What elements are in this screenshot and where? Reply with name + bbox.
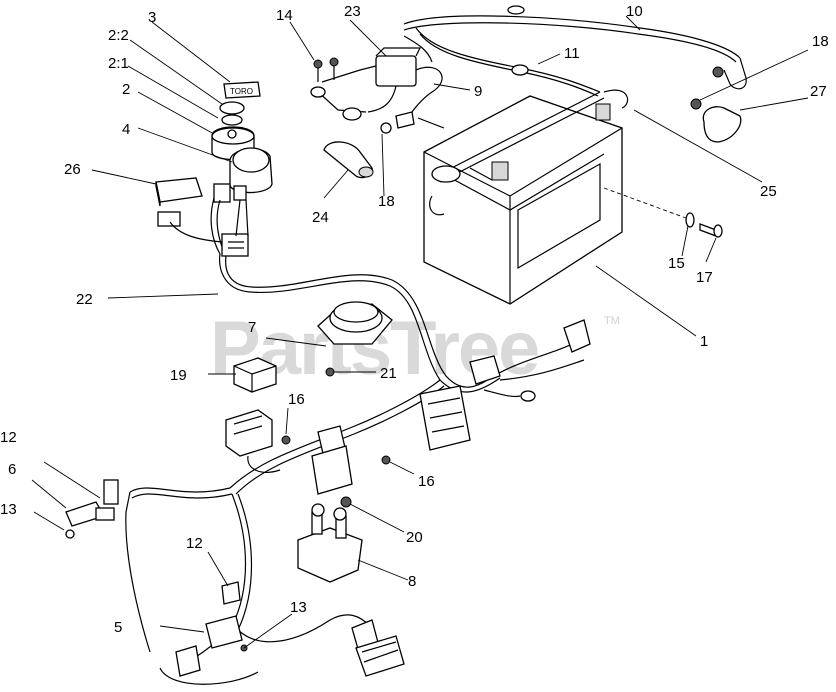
label-part-8: 8	[408, 573, 416, 590]
label-part-11: 11	[564, 45, 580, 62]
label-part-20: 20	[406, 529, 423, 546]
label-part-27: 27	[810, 83, 827, 100]
label-part-5: 5	[114, 619, 122, 636]
wire-harness	[125, 197, 585, 685]
terminal-boot	[323, 141, 374, 179]
label-part-21: 21	[380, 365, 397, 382]
label-part-2-1: 2:1	[108, 55, 129, 72]
label-part-15: 15	[668, 255, 685, 272]
starter-solenoid-assembly	[310, 35, 445, 134]
label-part-26: 26	[64, 161, 81, 178]
label-part-14: 14	[276, 7, 293, 24]
label-part-18-right: 18	[812, 33, 829, 50]
label-part-16-lower: 16	[418, 473, 435, 490]
label-part-13-lower: 13	[290, 599, 307, 616]
label-part-10: 10	[626, 3, 643, 20]
label-part-23: 23	[344, 3, 361, 20]
hour-meter	[155, 177, 203, 227]
label-part-13-left: 13	[0, 501, 17, 518]
label-part-2-2: 2:2	[108, 27, 129, 44]
battery-boot	[690, 98, 742, 143]
decal-text: TORO	[230, 87, 253, 96]
relay-socket	[225, 409, 391, 495]
leader-lines	[31, 15, 809, 649]
harness-connectors	[419, 319, 591, 451]
label-part-2: 2	[122, 81, 130, 98]
relay	[233, 357, 277, 393]
label-part-22: 22	[76, 291, 93, 308]
battery-cables	[403, 5, 747, 97]
label-part-4: 4	[122, 121, 130, 138]
label-part-12-left: 12	[0, 429, 17, 446]
diode-connector	[65, 479, 119, 539]
hold-down-rod	[429, 89, 629, 216]
label-part-25: 25	[760, 183, 777, 200]
label-part-16-upper: 16	[288, 391, 305, 408]
part-labels: 1 2 2:1 2:2 3 4 5 6 7 8 9 10 11 12 12 13…	[0, 3, 829, 636]
label-part-12-lower: 12	[186, 535, 203, 552]
washer-and-bolt	[603, 187, 723, 238]
label-part-9: 9	[474, 83, 482, 100]
battery	[423, 95, 623, 305]
starter-relay	[297, 496, 363, 583]
ignition-switch-assembly: TORO	[211, 81, 273, 203]
label-part-18-center: 18	[378, 193, 395, 210]
label-part-17: 17	[696, 269, 713, 286]
label-part-7: 7	[248, 319, 256, 336]
fuse-block	[175, 581, 405, 677]
label-part-19: 19	[170, 367, 187, 384]
watermark-tm: TM	[604, 315, 620, 327]
label-part-6: 6	[8, 461, 16, 478]
label-part-3: 3	[148, 9, 156, 26]
label-part-24: 24	[312, 209, 329, 226]
label-part-1: 1	[700, 333, 708, 350]
alarm	[317, 301, 393, 377]
